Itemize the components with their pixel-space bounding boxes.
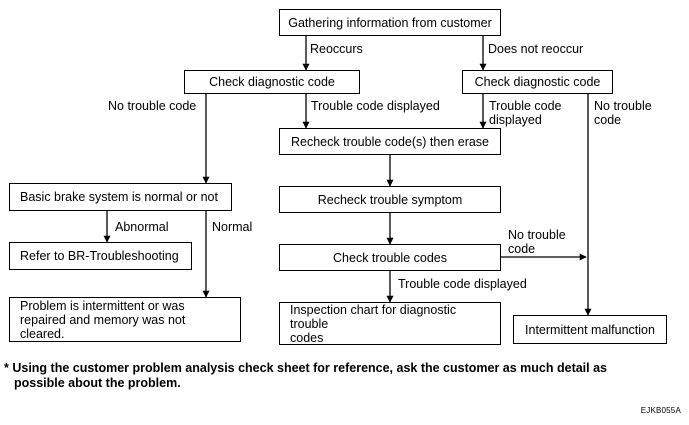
edge-label-trouble-code-displayed-right-line-1: Trouble code bbox=[489, 99, 562, 113]
footnote: * Using the customer problem analysis ch… bbox=[4, 361, 644, 391]
edge-label-normal: Normal bbox=[212, 220, 253, 234]
edge-label-no-trouble-code-mid: No trouble code bbox=[508, 228, 566, 256]
node-recheck-trouble-codes-label: Recheck trouble code(s) then erase bbox=[290, 134, 490, 149]
edge-label-no-trouble-code-right: No trouble code bbox=[594, 99, 652, 127]
edge-label-trouble-code-displayed-left: Trouble code displayed bbox=[311, 99, 440, 113]
node-problem-intermittent-line-2: repaired and memory was not cleared. bbox=[20, 312, 186, 341]
edge-label-trouble-code-displayed-right: Trouble code displayed bbox=[489, 99, 562, 127]
edge-label-trouble-code-displayed-bottom: Trouble code displayed bbox=[398, 277, 527, 291]
edge-label-abnormal: Abnormal bbox=[115, 220, 169, 234]
node-check-diagnostic-code-left: Check diagnostic code bbox=[184, 70, 360, 94]
node-inspection-chart-line-1: Inspection chart for diagnostic trouble bbox=[290, 302, 457, 331]
node-intermittent-malfunction-label: Intermittent malfunction bbox=[525, 322, 655, 337]
edge-label-no-trouble-code-right-line-1: No trouble bbox=[594, 99, 652, 113]
footnote-line-1: * Using the customer problem analysis ch… bbox=[4, 361, 608, 375]
node-gathering-information: Gathering information from customer bbox=[279, 9, 501, 36]
node-basic-brake-system-label: Basic brake system is normal or not bbox=[20, 190, 218, 204]
edge-label-no-trouble-code-mid-line-1: No trouble bbox=[508, 228, 566, 242]
edge-label-reoccurs: Reoccurs bbox=[310, 42, 363, 56]
footnote-line-2: possible about the problem. bbox=[14, 376, 181, 390]
edge-label-does-not-reoccur: Does not reoccur bbox=[488, 42, 584, 56]
node-recheck-trouble-symptom-label: Recheck trouble symptom bbox=[317, 192, 463, 207]
edge-label-no-trouble-code-mid-line-2: code bbox=[508, 242, 536, 256]
node-inspection-chart: Inspection chart for diagnostic trouble … bbox=[279, 302, 501, 345]
node-problem-intermittent-line-1: Problem is intermittent or was bbox=[20, 298, 185, 313]
figure-code: EJKB055A bbox=[640, 406, 681, 415]
node-refer-br-troubleshooting-label: Refer to BR-Troubleshooting bbox=[20, 249, 179, 263]
node-basic-brake-system: Basic brake system is normal or not bbox=[9, 183, 232, 211]
node-intermittent-malfunction: Intermittent malfunction bbox=[513, 315, 667, 344]
node-recheck-trouble-symptom: Recheck trouble symptom bbox=[279, 186, 501, 213]
edge-label-trouble-code-displayed-right-line-2: displayed bbox=[489, 113, 542, 127]
edge-label-no-trouble-code-right-line-2: code bbox=[594, 113, 622, 127]
node-problem-intermittent: Problem is intermittent or was repaired … bbox=[9, 297, 241, 342]
node-recheck-trouble-codes: Recheck trouble code(s) then erase bbox=[279, 128, 501, 155]
node-check-diagnostic-code-right-label: Check diagnostic code bbox=[474, 75, 601, 89]
node-check-diagnostic-code-left-label: Check diagnostic code bbox=[209, 75, 335, 89]
node-gathering-information-label: Gathering information from customer bbox=[288, 15, 492, 30]
node-check-diagnostic-code-right: Check diagnostic code bbox=[462, 70, 613, 94]
edge-label-no-trouble-code-left: No trouble code bbox=[108, 99, 197, 113]
node-check-trouble-codes-label: Check trouble codes bbox=[333, 250, 447, 265]
node-inspection-chart-line-2: codes bbox=[290, 330, 324, 345]
node-check-trouble-codes: Check trouble codes bbox=[279, 244, 501, 271]
node-refer-br-troubleshooting: Refer to BR-Troubleshooting bbox=[9, 242, 192, 270]
